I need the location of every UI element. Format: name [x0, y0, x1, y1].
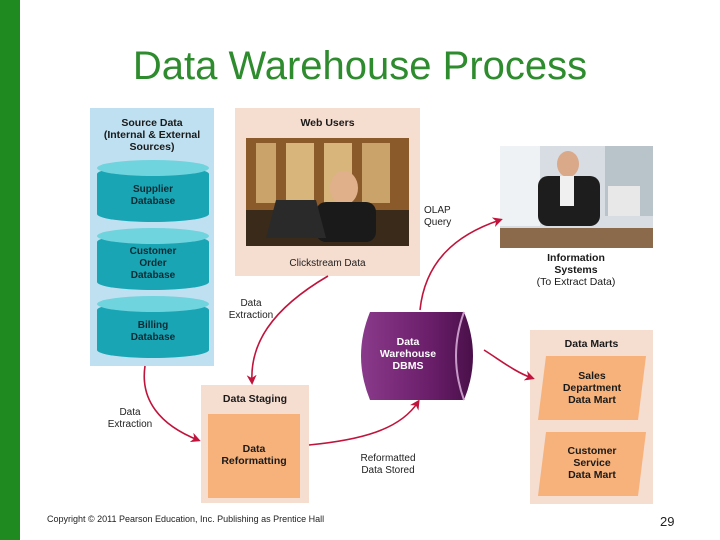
data-warehouse-dbms-shape [361, 311, 473, 401]
arrow-source-to-staging [143, 365, 201, 443]
customer-service-data-mart-label: Customer Service Data Mart [567, 445, 617, 481]
data-extraction-top-label: Data Extraction [228, 298, 274, 321]
source-data-heading: Source Data (Internal & External Sources… [103, 117, 201, 153]
page-number: 29 [660, 514, 675, 529]
sales-data-mart-label: Sales Department Data Mart [562, 370, 622, 406]
dbms-label: Data Warehouse DBMS [379, 336, 437, 372]
supplier-database-cylinder: Supplier Database [97, 160, 209, 222]
arrow-staging-to-dbms [308, 399, 420, 446]
web-user-photo [246, 138, 409, 246]
information-systems-photo [500, 146, 653, 248]
slide-title: Data Warehouse Process [132, 44, 588, 88]
olap-query-label: OLAP Query [424, 205, 452, 228]
reformatted-data-stored-label: Reformatted Data Stored [360, 453, 416, 476]
data-extraction-bottom-label: Data Extraction [107, 407, 153, 430]
data-marts-heading: Data Marts [564, 338, 619, 350]
copyright-footer: Copyright © 2011 Pearson Education, Inc.… [47, 514, 325, 524]
sales-data-mart-shape [538, 356, 646, 420]
data-reformatting-label: Data Reformatting [221, 443, 287, 467]
arrow-web-to-staging [246, 275, 329, 385]
data-staging-heading: Data Staging [222, 393, 288, 405]
customer-order-database-cylinder: Customer Order Database [97, 228, 209, 290]
data-reformatting-box [208, 414, 300, 498]
web-users-heading: Web Users [300, 117, 355, 129]
clickstream-data-label: Clickstream Data [289, 258, 366, 269]
arrow-dbms-to-olap [419, 217, 503, 311]
billing-database-cylinder: Billing Database [97, 296, 209, 358]
arrow-dbms-to-marts [483, 349, 535, 381]
left-accent-bar [0, 0, 20, 540]
information-systems-label: Information Systems (To Extract Data) [536, 252, 616, 288]
customer-service-data-mart-shape [538, 432, 646, 496]
